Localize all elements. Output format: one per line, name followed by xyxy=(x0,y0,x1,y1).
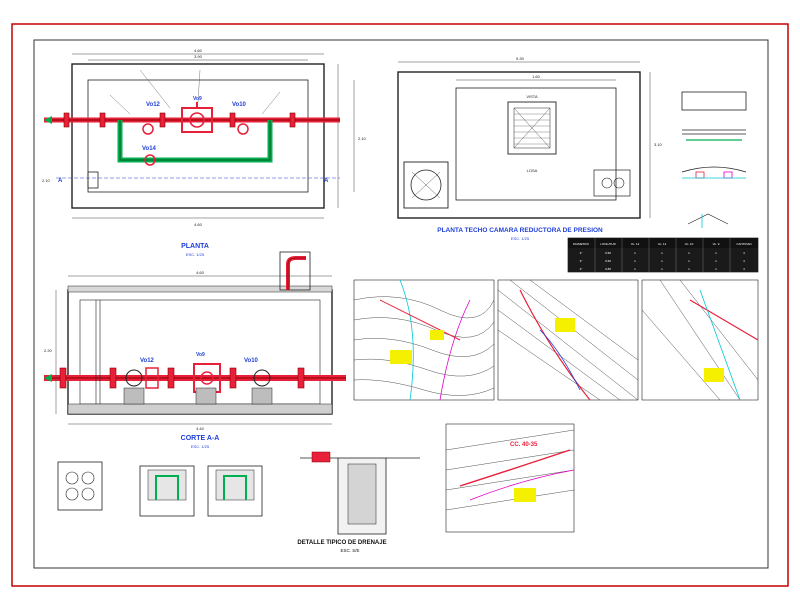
table-cell: 1 xyxy=(715,251,717,255)
table-cell: 1 xyxy=(634,259,636,263)
table-cell: 1 xyxy=(661,259,663,263)
corte-valve-vo12: Vo12 xyxy=(140,358,155,364)
dim-corte-top: 4.60 xyxy=(196,270,205,275)
corte-view xyxy=(44,251,346,425)
table-cell: 4 xyxy=(743,259,745,263)
table-cell: 2" xyxy=(580,251,583,255)
topo-map-4 xyxy=(445,423,575,533)
table-cell: 0.60 xyxy=(605,259,611,263)
dim-corte-height: 2.20 xyxy=(44,348,53,353)
detail-camera-small xyxy=(57,461,103,511)
table-cell: 0.80 xyxy=(605,267,611,271)
table-cell: 1 xyxy=(688,251,690,255)
table-cell: 4 xyxy=(743,267,745,271)
table-cell: 4 xyxy=(743,251,745,255)
curve-label: CC. 40-35 xyxy=(510,442,538,448)
planta-scale: ESC. 1/25 xyxy=(186,252,205,257)
dim-planta-top: 4.60 xyxy=(194,48,203,53)
table-cell: 1 xyxy=(715,259,717,263)
valve-label-vo9: Vo9 xyxy=(193,96,202,102)
dim-techo-inner: 1.60 xyxy=(532,74,541,79)
techo-title: PLANTA TECHO CAMARA REDUCTORA DE PRESION xyxy=(437,227,603,234)
dim-techo-right: 3.10 xyxy=(654,142,663,147)
table-cell: 1 xyxy=(688,267,690,271)
table-header-0: DIAMETRO xyxy=(573,242,590,246)
table-cell: 4" xyxy=(580,267,583,271)
table-header-5: Vo. 9 xyxy=(713,242,720,246)
table-cell: 3" xyxy=(580,259,583,263)
table-header-4: Vo. 10 xyxy=(685,242,694,246)
corte-valve-vo9: Vo9 xyxy=(196,352,205,358)
corte-title: CORTE A-A xyxy=(181,435,220,442)
corte-valve-vo10: Vo10 xyxy=(244,358,259,364)
dim-planta-left: 2.10 xyxy=(42,178,51,183)
table-cell: 1 xyxy=(634,267,636,271)
planta-title: PLANTA xyxy=(181,243,209,250)
dim-planta-top-inner: 3.90 xyxy=(194,54,203,59)
dim-planta-right: 2.10 xyxy=(358,136,367,141)
topo-map-3 xyxy=(641,279,759,401)
table-cell: 1 xyxy=(715,267,717,271)
table-cell: 1 xyxy=(634,251,636,255)
techo-scale: ESC. 1/25 xyxy=(511,236,530,241)
table-header-6: CANTIDAD xyxy=(736,242,752,246)
detail-valve-box-1 xyxy=(139,465,195,517)
planta-view xyxy=(44,53,355,219)
outer-border xyxy=(11,23,789,587)
inner-border xyxy=(33,39,769,569)
valve-label-vo12: Vo12 xyxy=(146,102,161,108)
valve-schedule-table xyxy=(567,237,759,273)
drenaje-scale: ESC. S/E xyxy=(340,548,359,553)
table-header-1: LONGITUD xyxy=(600,242,616,246)
techo-view xyxy=(397,61,651,219)
techo-losa-label: LOSA xyxy=(527,168,538,173)
topo-map-2 xyxy=(497,279,639,401)
section-marker-a-left: A xyxy=(58,178,63,184)
techo-vista-label: VISTA xyxy=(526,94,538,99)
valve-label-vo14: Vo14 xyxy=(142,146,157,152)
table-cell: 1 xyxy=(661,267,663,271)
dim-corte-bottom: 4.40 xyxy=(196,426,205,431)
dim-techo-top: 5.30 xyxy=(516,56,525,61)
table-header-2: Vo. 12 xyxy=(631,242,640,246)
dim-planta-bottom: 4.60 xyxy=(194,222,203,227)
detail-drenaje xyxy=(300,451,420,535)
valve-label-vo10: Vo10 xyxy=(232,102,247,108)
corte-scale: ESC. 1/25 xyxy=(191,444,210,449)
detail-valve-box-2 xyxy=(207,465,263,517)
table-cell: 0.50 xyxy=(605,251,611,255)
topo-map-1 xyxy=(353,279,495,401)
drenaje-title: DETALLE TIPICO DE DRENAJE xyxy=(297,540,386,546)
table-header-3: Vo. 14 xyxy=(658,242,667,246)
detail-top-right xyxy=(681,91,747,228)
table-cell: 1 xyxy=(661,251,663,255)
table-cell: 1 xyxy=(688,259,690,263)
section-marker-a-right: A xyxy=(324,178,329,184)
